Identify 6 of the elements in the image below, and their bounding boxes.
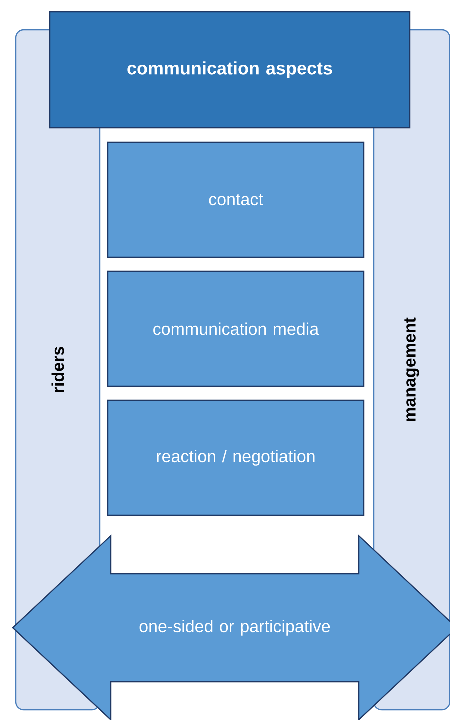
double-arrow	[12, 534, 450, 720]
edge-label: one-sided or participative	[133, 618, 337, 638]
header-box: communication aspects	[49, 11, 411, 129]
process-box: reaction / negotiation	[107, 400, 365, 516]
process-box: communication media	[107, 270, 365, 388]
process-box: contact	[107, 142, 365, 258]
